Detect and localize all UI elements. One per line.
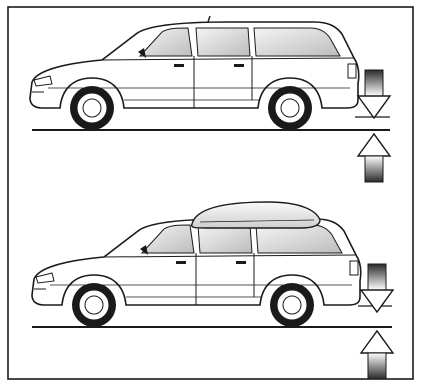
figure-frame — [0, 0, 421, 384]
illustration — [0, 0, 421, 384]
